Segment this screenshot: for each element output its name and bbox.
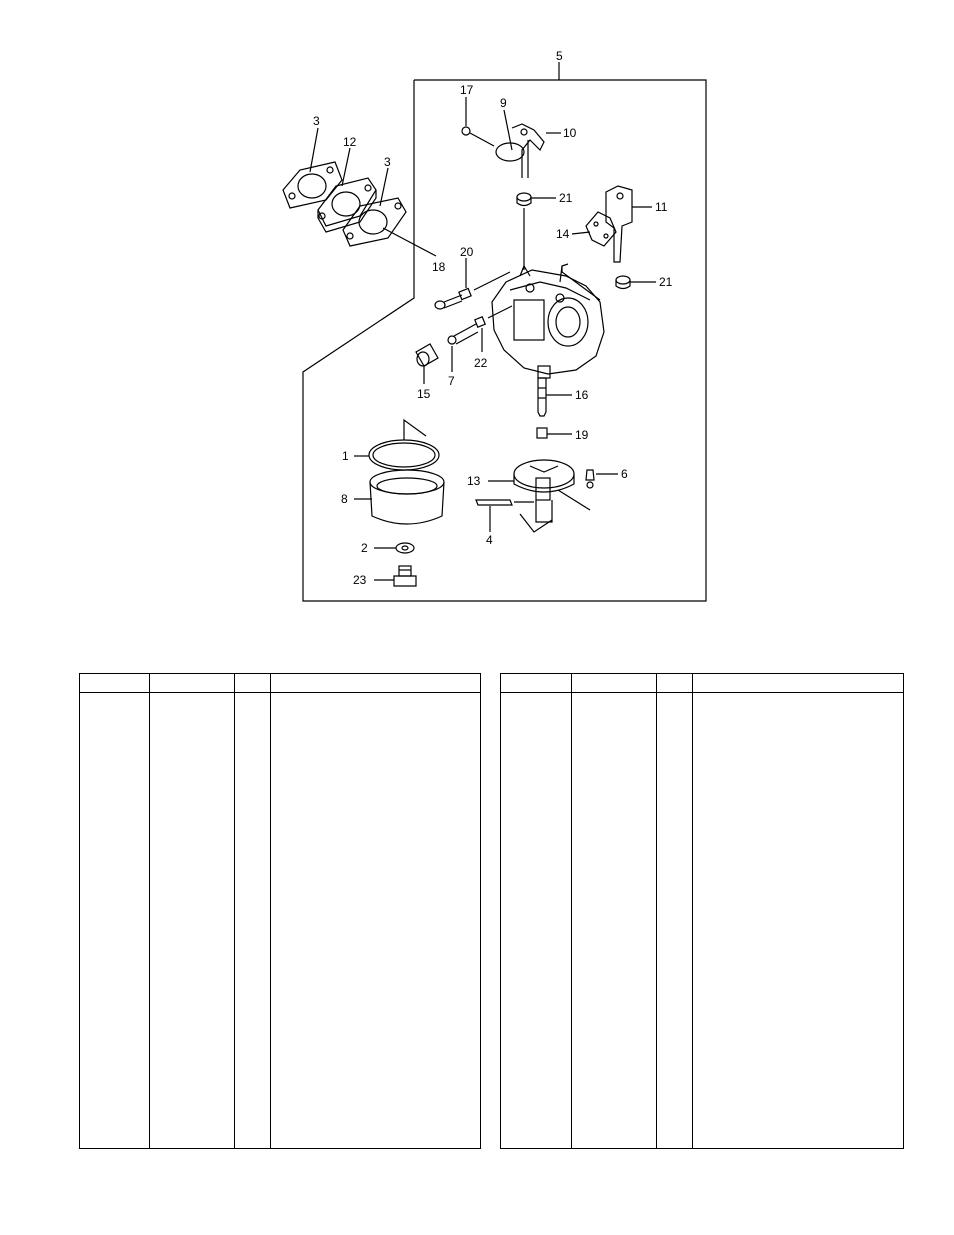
callout-19: 19 (575, 428, 589, 442)
callout-5: 5 (556, 49, 563, 63)
carburetor-body (491, 263, 605, 379)
bowl-gasket (368, 439, 440, 471)
callout-6: 6 (621, 467, 628, 481)
float (513, 459, 575, 523)
table-column-divider (656, 674, 657, 1148)
callout-17: 17 (460, 83, 474, 97)
callout-3-right: 3 (384, 155, 391, 169)
insulator (317, 177, 377, 233)
callout-14: 14 (556, 227, 570, 241)
callout-18: 18 (432, 260, 446, 274)
choke-plate (585, 211, 617, 247)
assembly-outline (302, 79, 707, 602)
table-column-divider (571, 674, 572, 1148)
spring-20 (458, 287, 472, 301)
table-column-divider (270, 674, 271, 1148)
callout-22: 22 (474, 356, 488, 370)
intake-gasket-2 (342, 197, 407, 247)
callout-7: 7 (448, 374, 455, 388)
callout-labels: 5 17 9 10 3 12 3 21 11 14 18 20 21 22 7 … (313, 49, 673, 587)
screw-18 (434, 294, 463, 310)
main-nozzle (537, 377, 547, 417)
main-jet (536, 427, 548, 439)
table-column-divider (234, 674, 235, 1148)
callout-9: 9 (500, 96, 507, 110)
table-header-row (501, 674, 903, 693)
intake-gasket-1 (282, 161, 343, 209)
callout-1: 1 (342, 449, 349, 463)
parts-table-right (500, 673, 904, 1149)
washer-21-lower (615, 275, 631, 290)
choke-shaft (605, 185, 633, 263)
callout-10: 10 (563, 126, 577, 140)
cap-15 (415, 343, 439, 367)
spring-22 (474, 316, 486, 328)
washer-21-upper (516, 192, 532, 207)
table-column-divider (692, 674, 693, 1148)
callout-13: 13 (467, 474, 481, 488)
parts-table-left (79, 673, 481, 1149)
callout-3-left: 3 (313, 114, 320, 128)
drain-bolt (393, 565, 417, 587)
callout-2: 2 (361, 541, 368, 555)
float-bowl (369, 469, 445, 525)
table-header-row (80, 674, 480, 693)
callout-4: 4 (486, 533, 493, 547)
float-needle (585, 469, 595, 489)
callout-8: 8 (341, 492, 348, 506)
callout-21-lower: 21 (659, 275, 673, 289)
callout-16: 16 (575, 388, 589, 402)
float-pin (475, 499, 513, 506)
bowl-washer (395, 542, 415, 554)
pilot-jet-7 (447, 323, 479, 345)
callout-21-upper: 21 (559, 191, 573, 205)
callout-20: 20 (460, 245, 474, 259)
callout-23: 23 (353, 573, 367, 587)
table-column-divider (149, 674, 150, 1148)
carburetor-exploded-diagram: 5 17 9 10 3 12 3 21 11 14 18 20 21 22 7 … (282, 49, 707, 602)
callout-12: 12 (343, 135, 357, 149)
callout-11: 11 (655, 200, 668, 214)
throttle-assembly (461, 123, 545, 178)
callout-15: 15 (417, 387, 431, 401)
